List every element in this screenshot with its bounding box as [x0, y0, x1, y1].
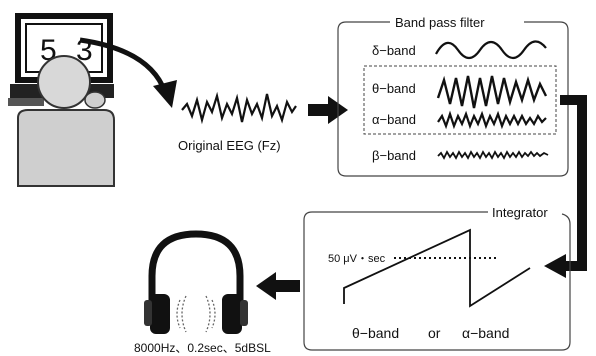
caption-theta: θ−band	[352, 325, 399, 341]
band-label-beta: β−band	[372, 148, 416, 163]
elbow-arrow-to-integrator	[560, 95, 587, 271]
band-label-theta: θ−band	[372, 81, 416, 96]
original-eeg-wave	[181, 91, 297, 125]
band-pass-filter-box: Band pass filter δ−band θ−band α−band β−…	[337, 15, 569, 177]
arrow-to-headphones-head	[256, 272, 276, 300]
wave-beta	[437, 150, 549, 160]
headphones-caption: 8000Hz、0.2sec、5dBSL	[134, 341, 271, 355]
elbow-arrow-head	[544, 254, 566, 278]
integrator-title: Integrator	[492, 205, 548, 220]
wave-alpha	[437, 110, 547, 130]
arrow-to-filter-shaft	[308, 104, 330, 116]
subject-head	[37, 55, 91, 109]
arrow-to-headphones-shaft	[274, 280, 300, 292]
filter-title: Band pass filter	[395, 15, 485, 30]
eeg-label: Original EEG (Fz)	[178, 138, 281, 153]
keyboard	[8, 98, 44, 106]
caption-alpha: α−band	[462, 325, 509, 341]
headphones-icon	[144, 230, 248, 334]
subject-ear	[84, 91, 106, 109]
integrator-sawtooth	[343, 228, 531, 308]
threshold-label: 50 μV・sec	[328, 253, 386, 265]
wave-theta	[436, 75, 548, 109]
integrator-box: Integrator 50 μV・sec θ−band or α−band	[303, 205, 571, 351]
subject-body	[17, 109, 115, 187]
curved-arrow-head	[153, 80, 177, 108]
theta-alpha-highlight	[363, 65, 557, 135]
band-label-delta: δ−band	[372, 43, 416, 58]
wave-delta	[435, 40, 547, 60]
band-label-alpha: α−band	[372, 112, 416, 127]
curved-arrow-to-eeg	[79, 37, 168, 93]
caption-or: or	[428, 325, 441, 341]
